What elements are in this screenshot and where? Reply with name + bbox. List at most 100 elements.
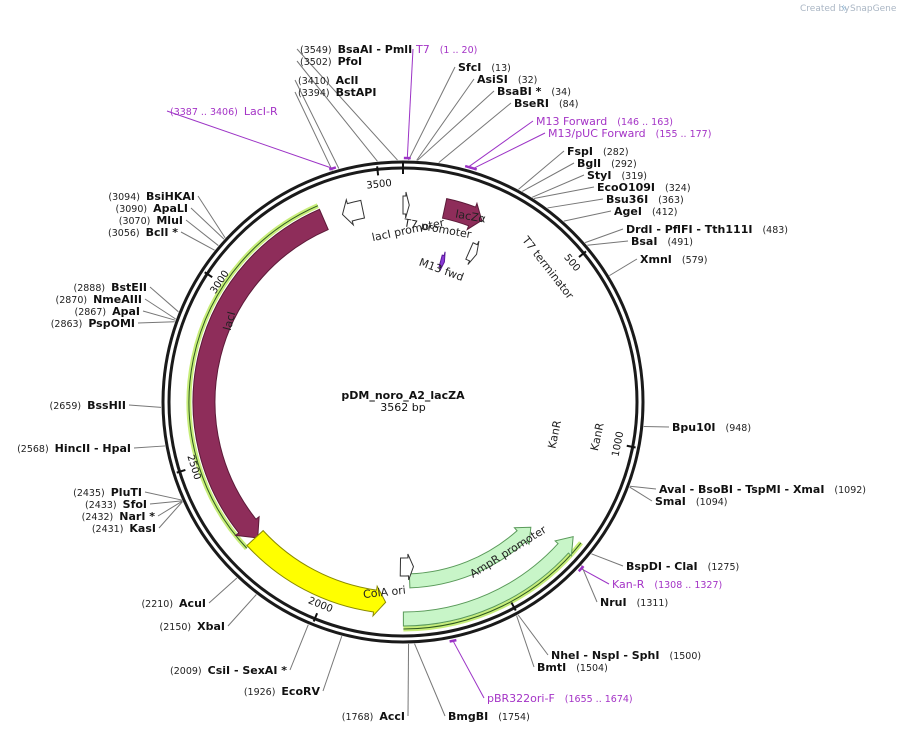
restriction-site-label[interactable]: BseRI(84): [514, 97, 578, 110]
restriction-site-label[interactable]: SfcI(13): [458, 61, 511, 74]
restriction-site-label[interactable]: (2863)PspOMI: [51, 317, 135, 330]
restriction-site-label[interactable]: (2659)BssHII: [50, 399, 126, 412]
site-name: BmtI: [537, 661, 566, 674]
site-leader-line: [438, 102, 512, 164]
primer-marks: [328, 156, 585, 643]
restriction-site-label[interactable]: EcoO109I(324): [597, 181, 691, 194]
restriction-site-label[interactable]: (2870)NmeAIII: [55, 293, 142, 306]
restriction-site-label[interactable]: (3410)AclI: [298, 74, 359, 87]
feature-label-kanr-outer: KanR: [588, 421, 607, 452]
site-name: BstEII: [111, 281, 147, 294]
site-label-text: AsiSI(32): [477, 73, 537, 86]
site-label-text: NheI - NspI - SphI(1500): [551, 649, 701, 662]
restriction-site-label[interactable]: (1768)AccI: [342, 710, 405, 723]
restriction-site-label[interactable]: (3056)BclI *: [108, 226, 178, 239]
primer-label[interactable]: M13 Forward(146 .. 163): [536, 115, 673, 128]
restriction-site-label[interactable]: (2433)SfoI: [85, 498, 147, 511]
site-leader-line: [133, 445, 166, 449]
site-position: (1926): [244, 687, 276, 698]
restriction-site-label[interactable]: Bpu10I(948): [672, 421, 751, 434]
primer-binding-mark: [577, 565, 585, 573]
restriction-site-label[interactable]: NheI - NspI - SphI(1500): [551, 649, 701, 662]
restriction-site-label[interactable]: (2210)AcuI: [141, 597, 206, 610]
site-leader-line: [547, 198, 604, 209]
feature-cola-ori[interactable]: [246, 529, 387, 618]
restriction-site-label[interactable]: (3070)MluI: [119, 214, 183, 227]
site-position: (282): [603, 147, 629, 158]
site-label-text: (3502)PfoI: [300, 55, 362, 68]
restriction-site-label[interactable]: SmaI(1094): [655, 495, 728, 508]
restriction-site-label[interactable]: AsiSI(32): [477, 73, 537, 86]
feature-laczalpha[interactable]: [441, 198, 483, 231]
feature-t7-terminator[interactable]: [465, 240, 480, 265]
restriction-site-label[interactable]: BmtI(1504): [537, 661, 608, 674]
site-position: (319): [621, 171, 647, 182]
restriction-site-label[interactable]: BspDI - ClaI(1275): [626, 560, 739, 573]
restriction-site-label[interactable]: AgeI(412): [614, 205, 678, 218]
site-name: SmaI: [655, 495, 686, 508]
site-name: BspDI - ClaI: [626, 560, 698, 573]
feature-highlights: [186, 203, 583, 632]
restriction-site-label[interactable]: (3502)PfoI: [300, 55, 362, 68]
restriction-site-label[interactable]: FspI(282): [567, 145, 629, 158]
primer-label[interactable]: (3387 .. 3406)LacI-R: [170, 105, 278, 118]
feature-laci-promoter[interactable]: [341, 197, 366, 227]
restriction-site-label[interactable]: (3394)BstAPI: [298, 86, 376, 99]
bp-tick-mark: [510, 602, 517, 611]
feature-t7-promoter[interactable]: [402, 191, 410, 219]
restriction-site-label[interactable]: BglI(292): [577, 157, 637, 170]
site-label-text: (2870)NmeAIII: [55, 293, 142, 306]
site-leader-line: [227, 594, 257, 627]
restriction-site-label[interactable]: (3549)BsaAI - PmlI: [300, 43, 412, 56]
restriction-site-label[interactable]: (3090)ApaLI: [115, 202, 188, 215]
site-label-text: Kan-R(1308 .. 1327): [612, 578, 722, 591]
site-name: EcoRV: [281, 685, 320, 698]
site-leader-line: [190, 207, 225, 240]
restriction-site-label[interactable]: AvaI - BsoBI - TspMI - XmaI(1092): [659, 483, 866, 496]
feature-laci[interactable]: [192, 208, 329, 539]
restriction-site-label[interactable]: (2431)KasI: [92, 522, 156, 535]
site-name: BstAPI: [336, 86, 377, 99]
restriction-site-label[interactable]: BsaI(491): [631, 235, 693, 248]
restriction-site-label[interactable]: (2009)CsiI - SexAI *: [170, 664, 287, 677]
site-name: M13 Forward: [536, 115, 607, 128]
restriction-site-label[interactable]: (2432)NarI *: [82, 510, 156, 523]
site-position: (34): [551, 87, 571, 98]
site-leader-line: [185, 219, 219, 246]
restriction-site-label[interactable]: XmnI(579): [640, 253, 707, 266]
restriction-site-label[interactable]: (2150)XbaI: [160, 620, 225, 633]
site-label-text: BmgBI(1754): [448, 710, 530, 723]
primer-label[interactable]: Kan-R(1308 .. 1327): [612, 578, 722, 591]
feature-ampr-promoter[interactable]: [399, 553, 415, 581]
site-position: (948): [726, 423, 752, 434]
site-label-text: (2150)XbaI: [160, 620, 225, 633]
primer-label[interactable]: M13/pUC Forward(155 .. 177): [548, 127, 711, 140]
restriction-site-label[interactable]: (2888)BstEII: [74, 281, 147, 294]
feature-kanr-outer[interactable]: [402, 536, 574, 627]
restriction-site-label[interactable]: StyI(319): [587, 169, 647, 182]
restriction-site-label[interactable]: (3094)BsiHKAI: [108, 190, 195, 203]
restriction-site-label[interactable]: (2435)PluTI: [73, 486, 142, 499]
feature-kanr-inner[interactable]: [408, 526, 532, 589]
site-name: XmnI: [640, 253, 672, 266]
restriction-site-label[interactable]: DrdI - PflFI - Tth111I(483): [626, 223, 788, 236]
restriction-site-label[interactable]: (2568)HincII - HpaI: [17, 442, 131, 455]
restriction-site-label[interactable]: Bsu36I(363): [606, 193, 684, 206]
bp-tick-label: 2500: [184, 454, 202, 482]
site-label-text: Bpu10I(948): [672, 421, 751, 434]
site-label-text: BspDI - ClaI(1275): [626, 560, 739, 573]
restriction-site-label[interactable]: BmgBI(1754): [448, 710, 530, 723]
restriction-site-label[interactable]: (2867)ApaI: [75, 305, 141, 318]
restriction-site-label[interactable]: (1926) EcoRV: [244, 685, 321, 698]
primer-label[interactable]: pBR322ori-F(1655 .. 1674): [487, 692, 633, 705]
site-name: BsaAI - PmlI: [338, 43, 413, 56]
site-label-text: (2659)BssHII: [50, 399, 126, 412]
site-name: CsiI - SexAI *: [208, 664, 288, 677]
restriction-site-label[interactable]: NruI(1311): [600, 596, 668, 609]
restriction-site-label[interactable]: BsaBI *(34): [497, 85, 571, 98]
primer-label[interactable]: T7(1 .. 20): [415, 43, 477, 56]
feature-m13-fwd[interactable]: [438, 251, 446, 272]
site-position: (2870): [55, 295, 87, 306]
site-position: (324): [665, 183, 691, 194]
site-label-text: BmtI(1504): [537, 661, 608, 674]
